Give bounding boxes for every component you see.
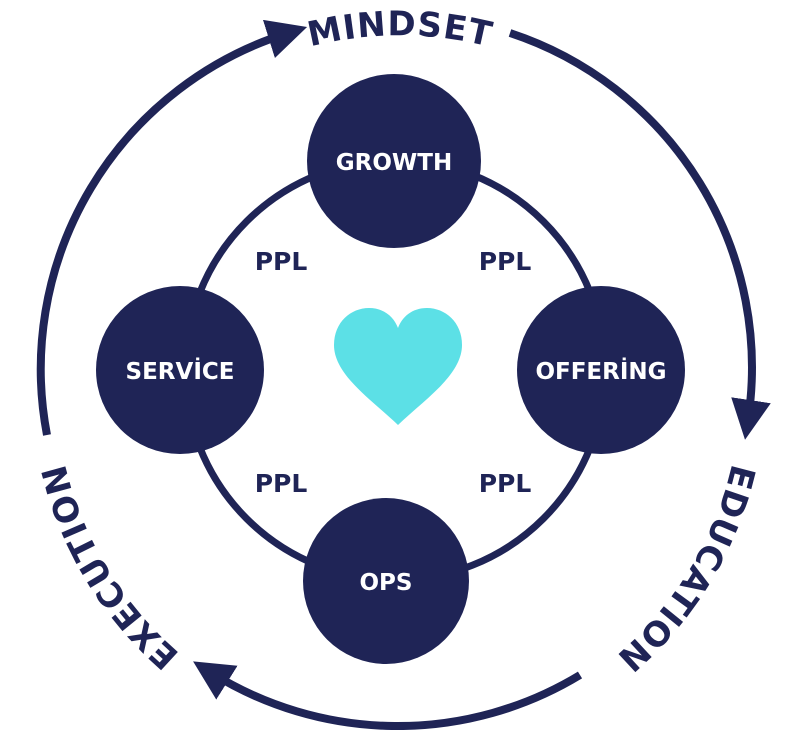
cycle-arc-bottom <box>193 661 583 730</box>
ppl-label-top-left: PPL <box>255 247 308 276</box>
cycle-arc-right <box>508 29 771 440</box>
cycle-arc-left <box>36 19 308 436</box>
svg-text:GROWTH: GROWTH <box>336 150 452 176</box>
node-offering: OFFERİNG <box>517 286 685 454</box>
cycle-label-execution: EXECUTION <box>34 460 186 677</box>
node-service: SERVİCE <box>96 286 264 454</box>
svg-text:SERVİCE: SERVİCE <box>126 357 235 385</box>
cycle-label-education: EDUCATION <box>609 461 762 680</box>
cycle-label-mindset: MINDSET <box>304 4 496 55</box>
node-ops: OPS <box>303 498 469 664</box>
heart-icon <box>334 308 462 425</box>
ppl-label-bottom-left: PPL <box>255 469 308 498</box>
svg-text:OFFERİNG: OFFERİNG <box>535 357 666 385</box>
svg-text:OPS: OPS <box>360 570 413 596</box>
ppl-label-bottom-right: PPL <box>479 469 532 498</box>
ppl-label-top-right: PPL <box>479 247 532 276</box>
node-growth: GROWTH <box>307 74 481 248</box>
